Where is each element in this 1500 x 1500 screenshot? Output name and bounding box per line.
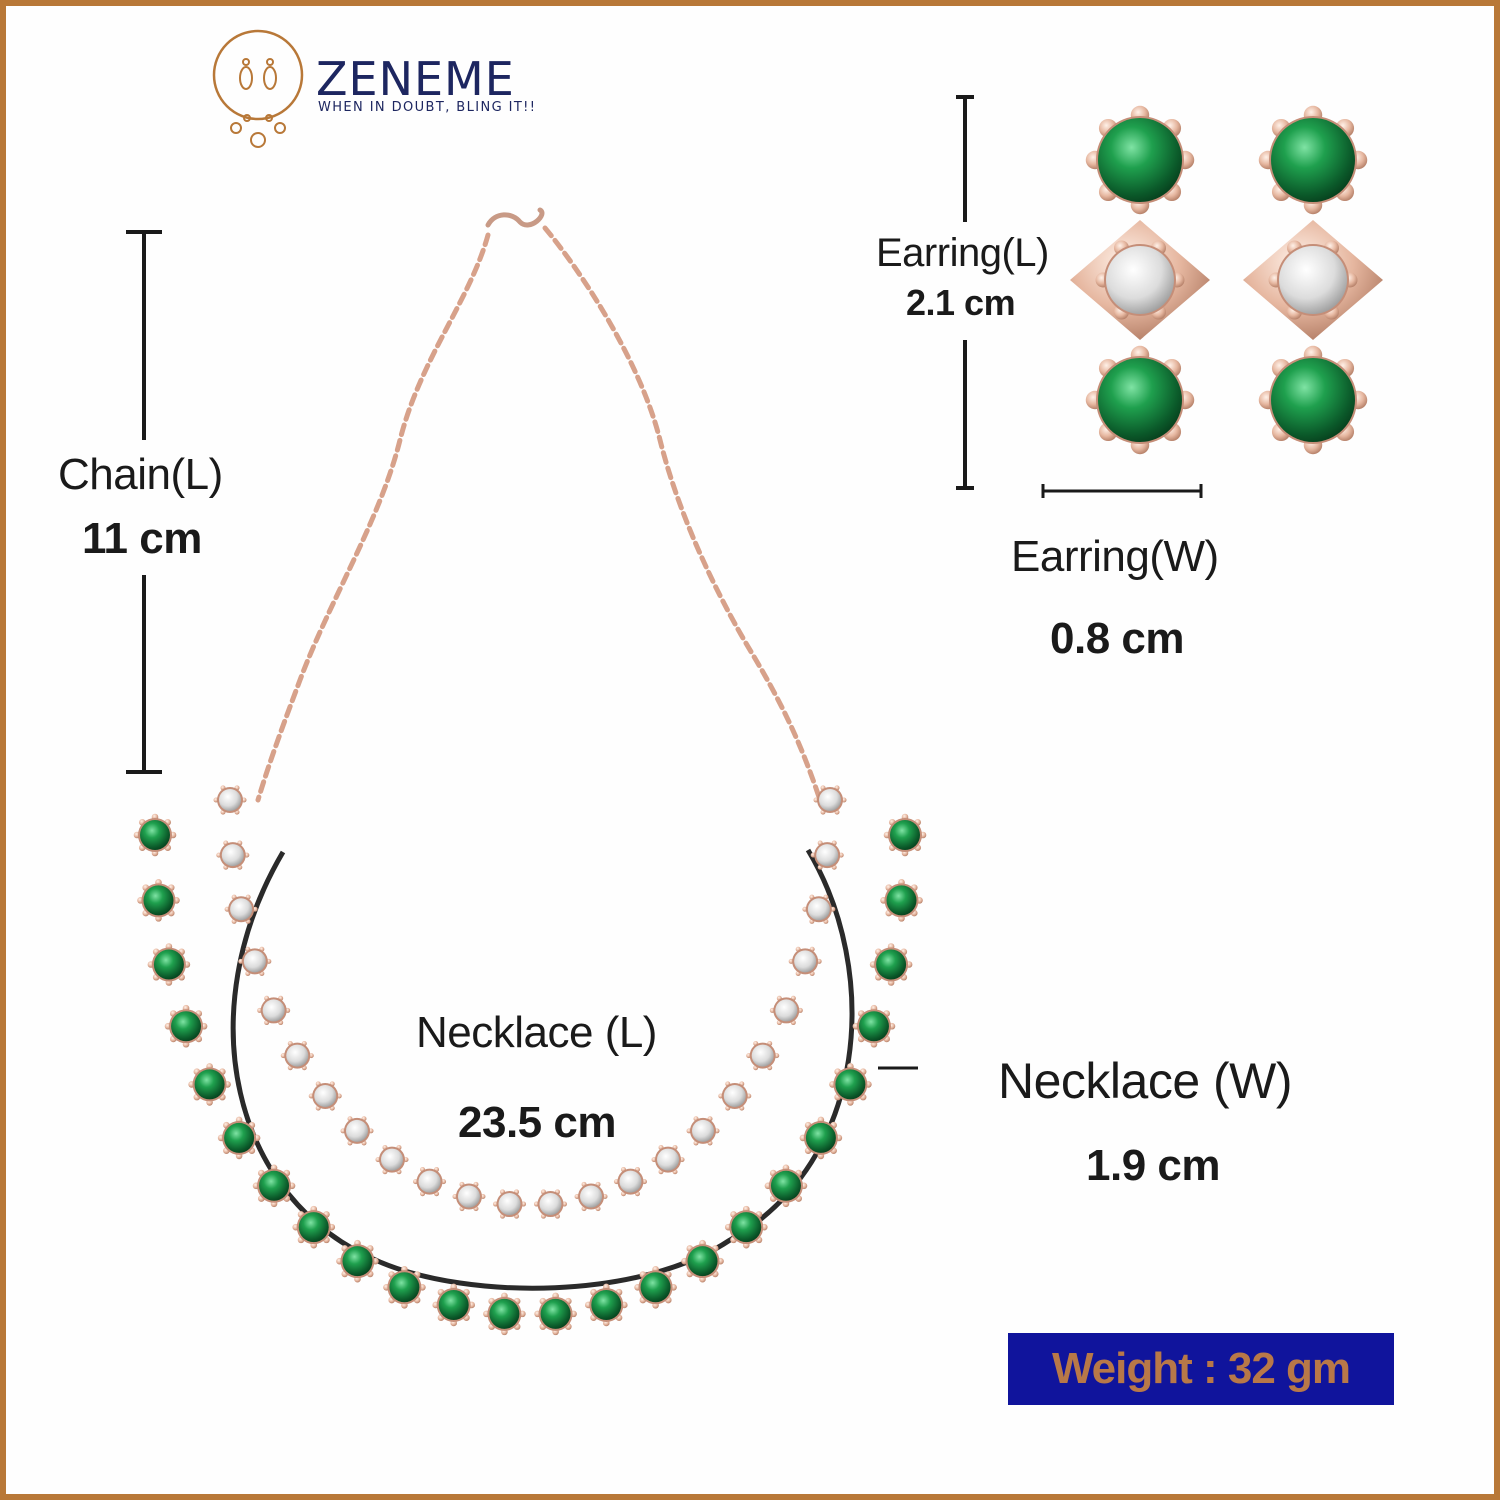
necklace-length-arc (230, 848, 855, 1291)
right-earring (1243, 105, 1383, 455)
necklace-diamond-stone (574, 1181, 608, 1212)
necklace-diamond-stone (413, 1166, 447, 1197)
necklace-emerald-stone (292, 1205, 336, 1249)
necklace-chain (255, 207, 823, 803)
necklace-emerald-stone (534, 1292, 577, 1336)
brand-name: ZENEME (316, 52, 515, 106)
earring-length-value: 2.1 cm (906, 282, 1016, 323)
necklace-diamond-stone (213, 785, 247, 815)
necklace-diamond-stone (788, 946, 822, 976)
necklace-diamond-stone (238, 946, 272, 976)
necklace-diamond-stone (686, 1116, 720, 1146)
earrings-pair (1070, 105, 1383, 455)
weight-text: Weight : 32 gm (1051, 1344, 1351, 1393)
weight-badge: Weight : 32 gm (1008, 1333, 1394, 1405)
necklace-diamond-stone (802, 894, 836, 924)
necklace-width-label: Necklace (W) (998, 1053, 1293, 1109)
necklace-diamond-stone (493, 1189, 527, 1219)
necklace-diamond-stone (810, 840, 844, 870)
necklace-diamond-stone (257, 995, 291, 1026)
earring-center-diamond (1095, 240, 1185, 320)
necklace-emerald-stone (383, 1265, 426, 1309)
necklace-diamond-stone (533, 1189, 567, 1219)
earring-top-emerald (1258, 105, 1368, 215)
necklace-stones (133, 785, 927, 1336)
necklace-diamond-stone (340, 1116, 374, 1146)
necklace-emerald-stone (217, 1116, 261, 1160)
necklace-emerald-stone (869, 943, 913, 986)
necklace-emerald-stone (764, 1164, 808, 1208)
earring-width-label: Earring(W) (1011, 532, 1219, 581)
chain-dimension-line (126, 230, 162, 774)
necklace-emerald-stone (584, 1283, 628, 1327)
earring-center-diamond (1268, 240, 1358, 320)
necklace-emerald-stone (883, 813, 927, 857)
necklace-emerald-stone (137, 879, 180, 922)
necklace-emerald-stone (133, 813, 177, 857)
necklace-diamond-stone (375, 1144, 409, 1175)
necklace-diamond-stone (813, 785, 847, 815)
necklace-emerald-stone (432, 1283, 476, 1327)
earring-top-emerald (1085, 105, 1195, 215)
necklace-length-value: 23.5 cm (458, 1098, 616, 1147)
necklace-length-label: Necklace (L) (416, 1008, 657, 1057)
necklace-emerald-stone (880, 879, 923, 922)
necklace-diamond-stone (216, 840, 250, 870)
earring-bottom-emerald (1085, 345, 1195, 455)
necklace-diamond-stone (769, 995, 803, 1026)
earring-width-value: 0.8 cm (1050, 614, 1184, 663)
necklace-emerald-stone (829, 1063, 872, 1106)
necklace-emerald-stone (799, 1116, 843, 1160)
necklace-emerald-stone (252, 1164, 296, 1208)
necklace-diamond-stone (718, 1081, 752, 1111)
necklace-diamond-stone (308, 1081, 342, 1111)
necklace-diamond-stone (224, 894, 258, 924)
necklace-width-value: 1.9 cm (1086, 1141, 1220, 1190)
necklace-diamond-stone (613, 1166, 647, 1197)
necklace-emerald-stone (483, 1292, 526, 1336)
necklace-diamond-stone (452, 1181, 486, 1212)
earring-length-dimension-line (956, 95, 974, 490)
necklace-emerald-stone (681, 1239, 724, 1283)
earring-length-label: Earring(L) (876, 231, 1049, 275)
necklace-emerald-stone (634, 1265, 677, 1309)
left-earring (1070, 105, 1210, 455)
necklace-diamond-stone (651, 1144, 685, 1175)
necklace-emerald-stone (164, 1004, 208, 1048)
necklace-emerald-stone (336, 1239, 379, 1283)
necklace-diamond-stone (746, 1040, 780, 1071)
necklace-emerald-stone (147, 943, 191, 986)
brand-tagline: WHEN IN DOUBT, BLING IT!! (318, 100, 537, 115)
chain-length-value: 11 cm (82, 514, 202, 563)
necklace-diamond-stone (280, 1040, 314, 1071)
necklace-emerald-stone (852, 1004, 896, 1048)
necklace-emerald-stone (188, 1063, 231, 1106)
chain-length-label: Chain(L) (58, 450, 223, 499)
necklace-emerald-stone (724, 1205, 768, 1249)
earring-width-dimension-line (1041, 484, 1203, 498)
earring-bottom-emerald (1258, 345, 1368, 455)
brand-logo-icon (212, 29, 304, 148)
